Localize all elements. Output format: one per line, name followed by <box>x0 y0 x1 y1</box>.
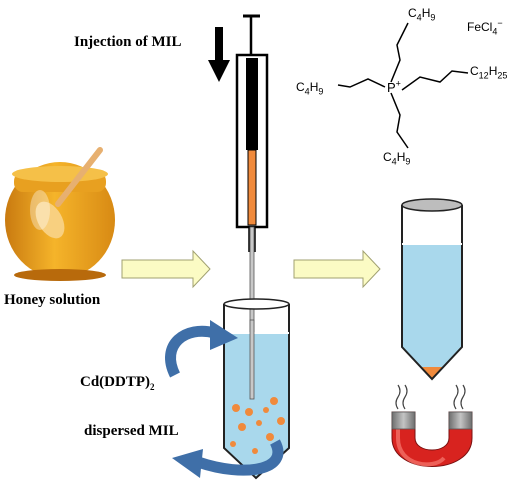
mil-droplet <box>245 408 253 416</box>
extraction-tube <box>223 298 290 480</box>
honey-solution-label: Honey solution <box>4 292 101 308</box>
process-arrow-2 <box>293 249 381 289</box>
process-arrow-1 <box>121 249 211 289</box>
mil-droplet <box>256 420 262 426</box>
injection-arrow <box>208 27 230 82</box>
mil-droplet <box>277 417 285 425</box>
anion-label: FeCl4− <box>467 18 503 37</box>
honey-jar-image <box>5 147 115 281</box>
mil-droplet <box>270 397 278 405</box>
syringe-plunger <box>246 58 258 150</box>
mil-droplet <box>230 441 236 447</box>
substituent-right: C12H25 <box>470 64 508 81</box>
mil-droplet <box>266 433 274 441</box>
sediment-tube <box>401 198 463 381</box>
dispersed-mil-label: dispersed MIL <box>84 423 179 439</box>
syringe <box>235 14 269 400</box>
center-atom: P+ <box>387 78 401 95</box>
mil-droplet <box>238 423 246 431</box>
substituent-top: C4H9 <box>408 6 436 23</box>
mil-droplet <box>232 404 240 412</box>
substituent-bottom: C4H9 <box>383 150 411 167</box>
stirring-arrows <box>165 320 284 478</box>
mil-droplet <box>252 448 258 454</box>
injection-label: Injection of MIL <box>74 34 182 50</box>
syringe-mil-fill <box>247 149 257 226</box>
mil-droplet <box>263 407 269 413</box>
substituent-left: C4H9 <box>296 80 324 97</box>
magnet-icon <box>391 384 473 467</box>
complex-label: Cd(DDTP)2 <box>80 374 155 392</box>
structure-bonds <box>337 22 469 149</box>
